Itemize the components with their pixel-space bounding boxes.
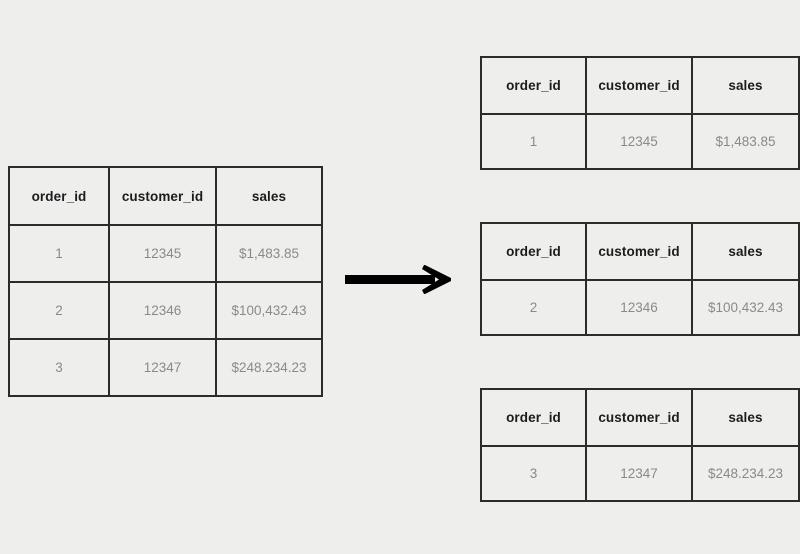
cell-sales: $248.234.23 <box>215 338 323 397</box>
column-header-sales: sales <box>691 56 800 115</box>
cell-customer-id: 12346 <box>108 281 217 340</box>
cell-order-id: 3 <box>480 445 587 502</box>
cell-customer-id: 12347 <box>108 338 217 397</box>
arrow-right-icon <box>345 265 451 294</box>
column-header-order-id: order_id <box>8 166 110 226</box>
cell-customer-id: 12346 <box>585 279 693 336</box>
cell-sales: $1,483.85 <box>215 224 323 283</box>
column-header-customer-id: customer_id <box>585 388 693 447</box>
table-header-row: order_id customer_id sales <box>480 56 800 115</box>
table-header-row: order_id customer_id sales <box>480 388 800 447</box>
cell-order-id: 2 <box>480 279 587 336</box>
cell-sales: $100,432.43 <box>691 279 800 336</box>
table-header-row: order_id customer_id sales <box>480 222 800 281</box>
table-header-row: order_id customer_id sales <box>8 166 323 226</box>
cell-order-id: 2 <box>8 281 110 340</box>
split-table-3: order_id customer_id sales 3 12347 $248.… <box>480 388 800 502</box>
column-header-order-id: order_id <box>480 222 587 281</box>
cell-order-id: 1 <box>480 113 587 170</box>
column-header-sales: sales <box>215 166 323 226</box>
split-table-2: order_id customer_id sales 2 12346 $100,… <box>480 222 800 336</box>
cell-customer-id: 12347 <box>585 445 693 502</box>
source-table: order_id customer_id sales 1 12345 $1,48… <box>8 166 323 397</box>
split-table-1: order_id customer_id sales 1 12345 $1,48… <box>480 56 800 170</box>
table-row: 3 12347 $248.234.23 <box>480 445 800 502</box>
column-header-customer-id: customer_id <box>585 56 693 115</box>
table-row: 2 12346 $100,432.43 <box>8 281 323 340</box>
column-header-order-id: order_id <box>480 388 587 447</box>
table-row: 1 12345 $1,483.85 <box>8 224 323 283</box>
cell-order-id: 1 <box>8 224 110 283</box>
table-row: 1 12345 $1,483.85 <box>480 113 800 170</box>
cell-sales: $1,483.85 <box>691 113 800 170</box>
column-header-customer-id: customer_id <box>585 222 693 281</box>
cell-sales: $100,432.43 <box>215 281 323 340</box>
table-row: 3 12347 $248.234.23 <box>8 338 323 397</box>
cell-customer-id: 12345 <box>108 224 217 283</box>
cell-customer-id: 12345 <box>585 113 693 170</box>
table-row: 2 12346 $100,432.43 <box>480 279 800 336</box>
column-header-customer-id: customer_id <box>108 166 217 226</box>
cell-sales: $248.234.23 <box>691 445 800 502</box>
cell-order-id: 3 <box>8 338 110 397</box>
column-header-order-id: order_id <box>480 56 587 115</box>
column-header-sales: sales <box>691 388 800 447</box>
column-header-sales: sales <box>691 222 800 281</box>
